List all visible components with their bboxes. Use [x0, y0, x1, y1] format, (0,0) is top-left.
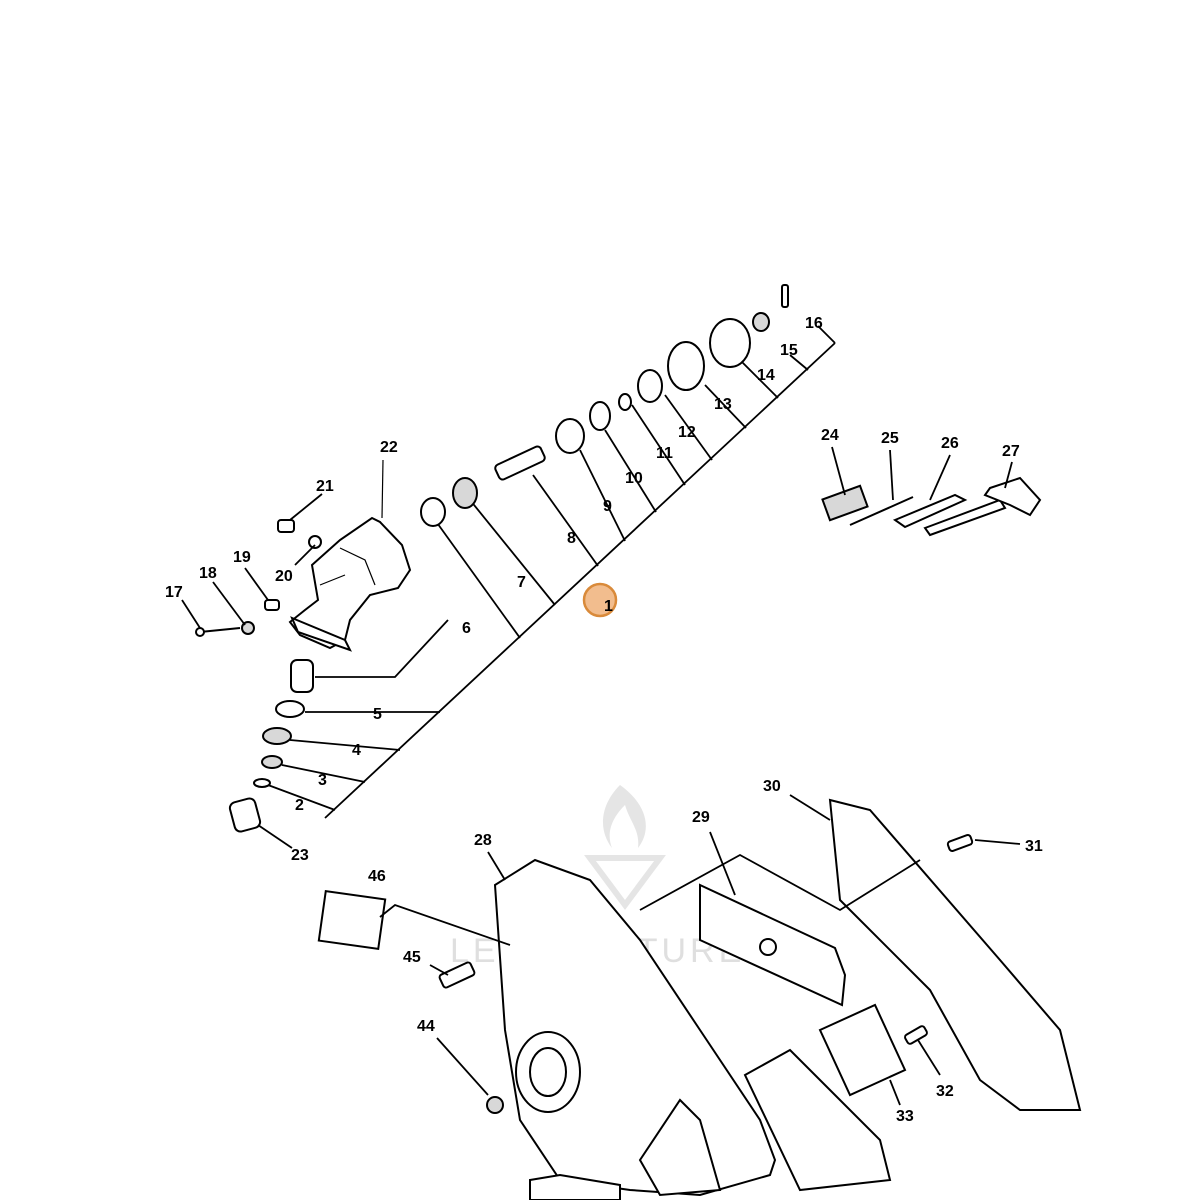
- callout-17: 17: [165, 584, 183, 601]
- callout-12: 12: [678, 424, 696, 441]
- ring-10: [589, 401, 611, 431]
- ring-3: [261, 755, 283, 769]
- flange-13: [667, 341, 705, 391]
- callout-28: 28: [474, 832, 492, 849]
- callout-4: 4: [352, 742, 361, 759]
- gear-7: [452, 477, 478, 509]
- watermark-logo-icon: [584, 855, 666, 911]
- highlight-marker[interactable]: [582, 582, 618, 618]
- callout-16: 16: [805, 315, 823, 332]
- disk-14: [709, 318, 751, 368]
- watermark-flame-icon: [602, 785, 646, 848]
- sleeve-23: [228, 797, 262, 833]
- pin-16: [781, 284, 789, 308]
- callout-3: 3: [318, 772, 327, 789]
- assembly-bracket: [267, 325, 836, 819]
- callout-45: 45: [403, 949, 421, 966]
- gear-housing: [288, 459, 412, 693]
- callout-29: 29: [692, 809, 710, 826]
- callout-32: 32: [936, 1083, 954, 1100]
- screw-21: [277, 519, 295, 533]
- clip-2: [253, 778, 271, 788]
- nut-15: [752, 312, 770, 332]
- callout-25: 25: [881, 430, 899, 447]
- callout-13: 13: [714, 396, 732, 413]
- callout-7: 7: [517, 574, 526, 591]
- callout-8: 8: [567, 530, 576, 547]
- guard-assembly: [317, 794, 1082, 1200]
- shaft-8: [494, 445, 546, 481]
- callout-22: 22: [380, 439, 398, 456]
- callout-31: 31: [1025, 838, 1043, 855]
- callout-15: 15: [780, 342, 798, 359]
- callout-11: 11: [656, 445, 673, 462]
- callout-27: 27: [1002, 443, 1020, 460]
- callout-19: 19: [233, 549, 251, 566]
- bearing-12: [637, 369, 663, 403]
- callout-5: 5: [373, 706, 382, 723]
- callout-1: 1: [604, 598, 613, 615]
- callout-44: 44: [417, 1018, 435, 1035]
- bearing-6: [420, 497, 446, 527]
- callout-14: 14: [757, 367, 775, 384]
- callout-18: 18: [199, 565, 217, 582]
- bearing-9: [555, 418, 585, 454]
- callout-46: 46: [368, 868, 386, 885]
- ring-5: [275, 700, 305, 718]
- tools: [821, 446, 1042, 537]
- callout-30: 30: [763, 778, 781, 795]
- callout-20: 20: [275, 568, 293, 585]
- screw-19: [264, 599, 280, 611]
- callout-26: 26: [941, 435, 959, 452]
- callout-9: 9: [603, 498, 612, 515]
- callout-6: 6: [462, 620, 471, 637]
- bolt-17: [195, 627, 241, 637]
- callout-24: 24: [821, 427, 839, 444]
- ring-4: [262, 727, 292, 745]
- callout-2: 2: [295, 797, 304, 814]
- callout-labels: 1 2 3 4 5 6 7 8 9 10 11 12 13 14 15 16 1…: [165, 315, 1043, 1125]
- callout-33: 33: [896, 1108, 914, 1125]
- washer-11: [618, 393, 632, 411]
- callout-21: 21: [316, 478, 334, 495]
- callout-10: 10: [625, 470, 643, 487]
- washer-20: [308, 535, 322, 549]
- callout-23: 23: [291, 847, 309, 864]
